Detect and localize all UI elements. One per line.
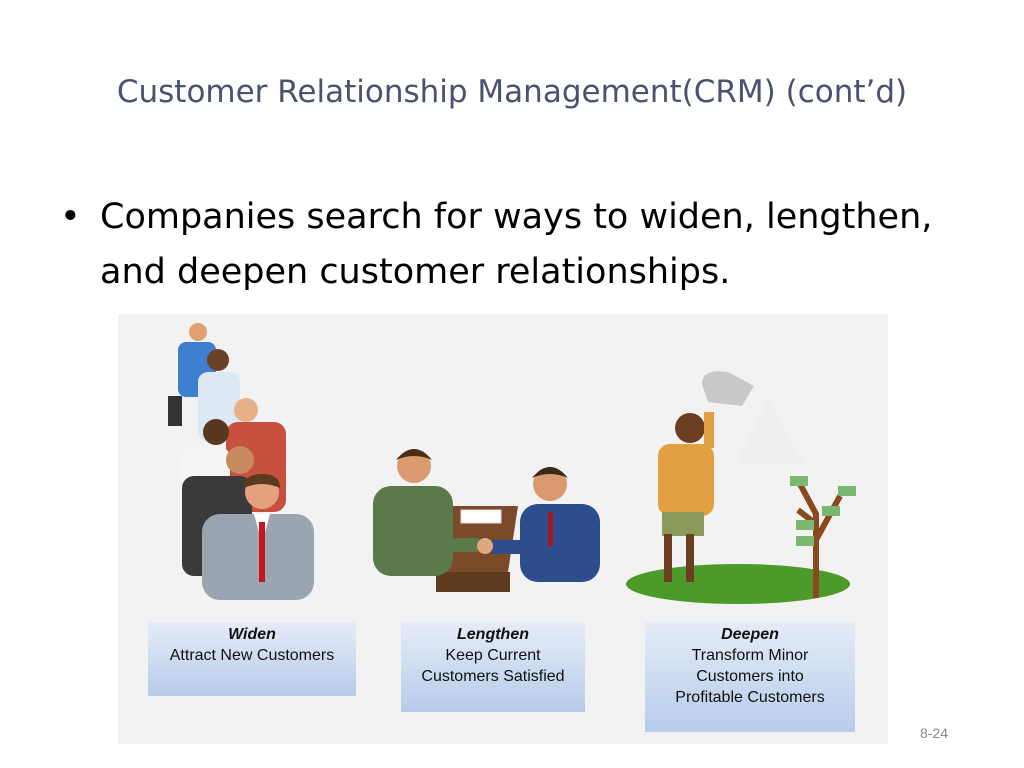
bullet-point: • Companies search for ways to widen, le… bbox=[60, 190, 990, 300]
handshake-image bbox=[373, 449, 600, 592]
deepen-label-box: Deepen Transform Minor Customers into Pr… bbox=[645, 622, 855, 732]
widen-heading: Widen bbox=[228, 626, 276, 643]
widen-description: Attract New Customers bbox=[169, 647, 335, 664]
slide-title: Customer Relationship Management(CRM) (c… bbox=[116, 74, 908, 110]
deepen-description-line-3: Profitable Customers bbox=[675, 689, 825, 706]
page-number: 8-24 bbox=[920, 725, 949, 741]
deepen-heading: Deepen bbox=[721, 626, 779, 643]
crowd-of-people-image bbox=[168, 323, 314, 600]
bullet-text: Companies search for ways to widen, leng… bbox=[100, 197, 933, 292]
lengthen-description-line-1: Keep Current bbox=[445, 647, 541, 664]
lengthen-heading: Lengthen bbox=[457, 626, 529, 643]
deepen-description-line-1: Transform Minor bbox=[691, 647, 809, 664]
lengthen-description-line-2: Customers Satisfied bbox=[421, 668, 565, 685]
widen-label-box: Widen Attract New Customers bbox=[148, 622, 356, 696]
money-tree-image bbox=[626, 371, 856, 604]
deepen-description-line-2: Customers into bbox=[696, 668, 804, 685]
lengthen-label-box: Lengthen Keep Current Customers Satisfie… bbox=[401, 622, 585, 712]
bullet-dot: • bbox=[60, 197, 81, 237]
